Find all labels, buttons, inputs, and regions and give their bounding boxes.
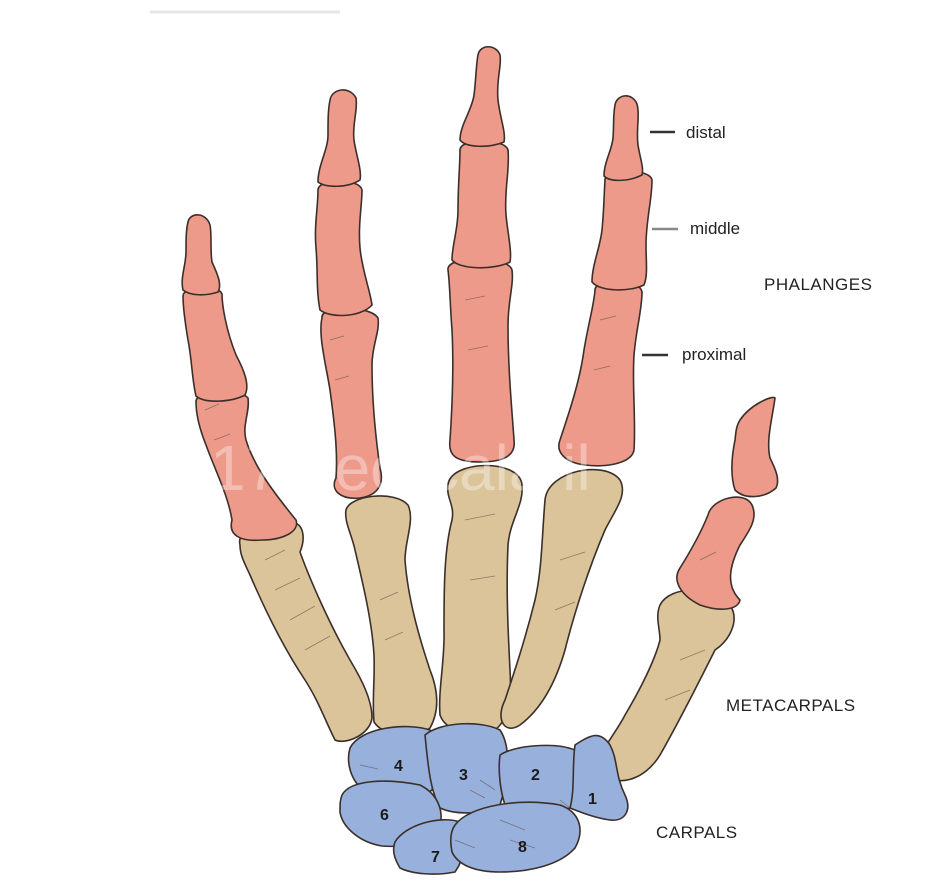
phalanx-f1-distal (182, 215, 219, 295)
phalanx-f2-distal (318, 90, 360, 186)
phalanx-f2-middle (315, 181, 372, 315)
phalanx-f4-middle (592, 171, 652, 290)
phalanx-f3-middle (452, 141, 511, 268)
carpal-number-7: 7 (431, 849, 440, 866)
carpal-number-4: 4 (394, 758, 403, 775)
label-proximal: proximal (682, 345, 746, 364)
phalanx-thumb-proximal (677, 497, 754, 609)
label-phalanges: PHALANGES (764, 275, 872, 294)
label-distal: distal (686, 123, 726, 142)
carpal-number-2: 2 (531, 767, 540, 784)
carpal-8 (451, 802, 580, 872)
label-carpals: CARPALS (656, 823, 738, 842)
carpal-number-1: 1 (588, 791, 597, 808)
watermark: 17 peorcala il (210, 432, 591, 504)
metacarpal-5 (501, 470, 623, 729)
phalanx-f4-distal (604, 96, 643, 181)
label-middle: middle (690, 219, 740, 238)
phalanx-f1-middle (183, 287, 247, 401)
carpal-number-6: 6 (380, 807, 389, 824)
label-metacarpals: METACARPALS (726, 696, 856, 715)
carpal-number-3: 3 (459, 767, 468, 784)
metacarpal-1 (599, 590, 734, 781)
phalanx-thumb-distal (732, 397, 778, 496)
carpal-number-8: 8 (518, 839, 527, 856)
metacarpal-2 (240, 522, 372, 742)
phalanx-f3-distal (460, 47, 504, 147)
carpals-group (340, 724, 628, 874)
